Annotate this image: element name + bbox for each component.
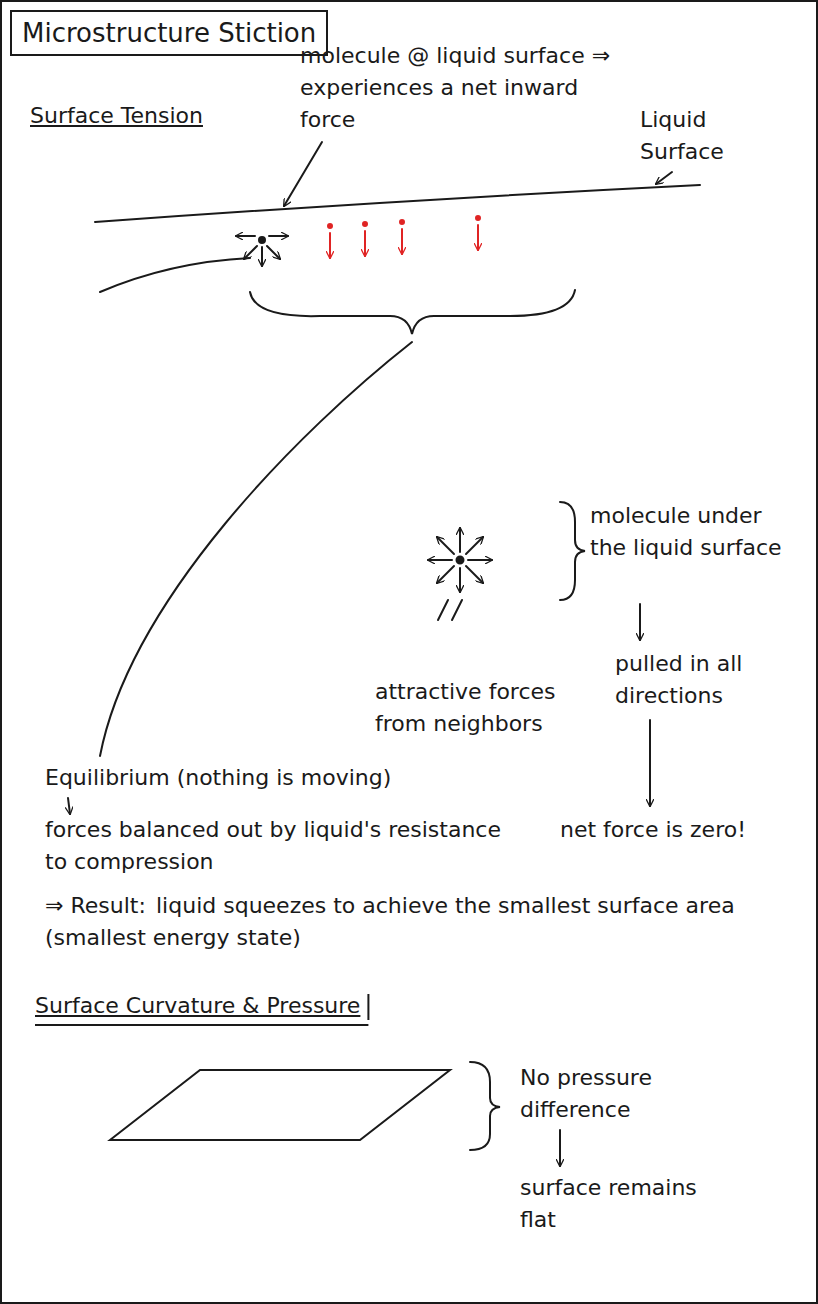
note: forces balanced out by liquid's resistan… — [45, 814, 525, 878]
note: molecule @ liquid surface ⇒ experiences … — [300, 40, 630, 136]
note-lead: ⇒ Result: — [45, 890, 146, 922]
flat-surface — [110, 1070, 450, 1140]
flow-arrow — [559, 1130, 561, 1166]
liquid-surface-line — [95, 185, 700, 222]
note: liquid squeezes to achieve the smallest … — [45, 890, 785, 954]
note: surface remains flat — [520, 1172, 730, 1236]
tick-marks — [438, 600, 462, 620]
note: molecule under the liquid surface — [590, 500, 790, 564]
flow-arrow — [68, 798, 70, 814]
liquid-lower-line — [100, 258, 250, 292]
brace — [470, 1062, 500, 1150]
note: No pressure difference — [520, 1062, 690, 1126]
page-title: Microstructure Stiction — [10, 10, 328, 56]
note: net force is zero! — [560, 814, 746, 846]
section-heading: Surface Tension — [30, 100, 203, 132]
note: Equilibrium (nothing is moving) — [45, 762, 391, 794]
brace — [250, 290, 575, 334]
flow-arrow — [649, 720, 651, 806]
surface-molecule — [236, 236, 288, 266]
brace — [560, 502, 585, 600]
note: pulled in all directions — [615, 648, 800, 712]
note: Liquid Surface — [640, 104, 740, 168]
note: attractive forces from neighbors — [375, 676, 605, 740]
connector-curve — [100, 342, 412, 756]
leader-arrow — [656, 172, 672, 184]
interior-molecule — [428, 528, 492, 592]
leader-arrow — [284, 142, 322, 206]
flow-arrow — [639, 604, 641, 640]
section-heading: Surface Curvature & Pressure — [35, 990, 360, 1022]
net-inward-arrows — [328, 216, 480, 258]
